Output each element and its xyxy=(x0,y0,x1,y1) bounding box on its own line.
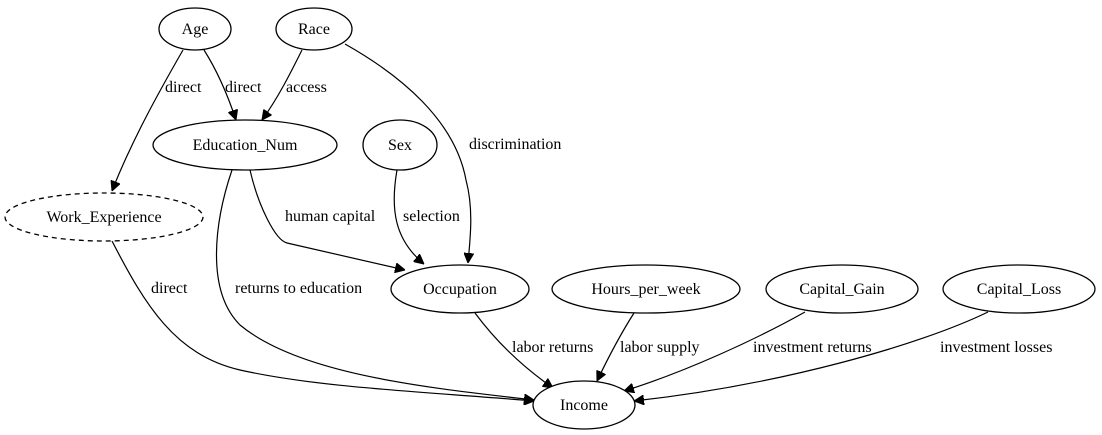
edge-label-education-income: returns to education xyxy=(235,280,362,297)
node-education-num-label: Education_Num xyxy=(193,137,298,154)
edge-label-education-occupation: human capital xyxy=(285,208,376,225)
edge-age-education xyxy=(203,49,236,120)
edge-education-occupation xyxy=(249,169,405,270)
node-income-label: Income xyxy=(560,397,608,414)
node-race-shape xyxy=(275,7,353,51)
edge-work-experience-income xyxy=(111,240,534,401)
edge-label-work-experience-income: direct xyxy=(151,280,188,297)
node-income-shape xyxy=(532,380,636,430)
edge-education-income xyxy=(215,169,534,400)
edge-hours-income xyxy=(597,312,635,381)
node-hours-per-week-label: Hours_per_week xyxy=(591,281,700,298)
edge-label-age-education: direct xyxy=(225,79,262,96)
edge-race-occupation xyxy=(344,43,471,263)
edge-label-capital-loss-income: investment losses xyxy=(940,339,1052,356)
edge-capital-loss-income xyxy=(634,311,989,401)
node-work-experience-label: Work_Experience xyxy=(46,209,161,226)
node-race: Race xyxy=(275,7,353,51)
edges xyxy=(111,43,989,401)
edge-occupation-income xyxy=(474,312,553,388)
node-capital-gain-shape xyxy=(765,264,919,314)
node-work-experience: Work_Experience xyxy=(4,192,204,242)
edge-label-sex-occupation: selection xyxy=(403,208,460,225)
node-age: Age xyxy=(158,7,232,51)
edge-capital-gain-income xyxy=(624,311,806,391)
node-hours-per-week: Hours_per_week xyxy=(551,264,741,314)
edge-label-race-occupation: discrimination xyxy=(469,136,561,153)
node-age-label: Age xyxy=(182,21,209,38)
edge-label-hours-income: labor supply xyxy=(620,339,700,356)
edge-label-race-education: access xyxy=(286,79,327,96)
node-occupation-shape xyxy=(390,264,530,314)
node-capital-loss: Capital_Loss xyxy=(942,264,1096,314)
node-education-num-shape xyxy=(152,119,338,171)
node-sex: Sex xyxy=(362,119,438,171)
edge-label-capital-gain-income: investment returns xyxy=(753,339,872,356)
edge-age-work-experience xyxy=(112,49,184,191)
node-race-label: Race xyxy=(298,21,330,38)
node-hours-per-week-shape xyxy=(551,264,741,314)
node-occupation-label: Occupation xyxy=(423,281,497,298)
node-education-num: Education_Num xyxy=(152,119,338,171)
edge-label-age-work-experience: direct xyxy=(165,79,202,96)
node-sex-shape xyxy=(362,119,438,171)
node-capital-loss-label: Capital_Loss xyxy=(977,281,1061,298)
node-age-shape xyxy=(158,7,232,51)
edge-labels: direct direct access discrimination huma… xyxy=(151,79,1052,356)
node-occupation: Occupation xyxy=(390,264,530,314)
node-capital-gain: Capital_Gain xyxy=(765,264,919,314)
node-capital-gain-label: Capital_Gain xyxy=(799,281,884,298)
edge-sex-occupation xyxy=(393,169,424,264)
node-sex-label: Sex xyxy=(388,137,412,154)
node-income: Income xyxy=(532,380,636,430)
node-work-experience-shape xyxy=(4,192,204,242)
edge-label-occupation-income: labor returns xyxy=(512,339,593,356)
node-capital-loss-shape xyxy=(942,264,1096,314)
edge-race-education xyxy=(262,49,303,120)
